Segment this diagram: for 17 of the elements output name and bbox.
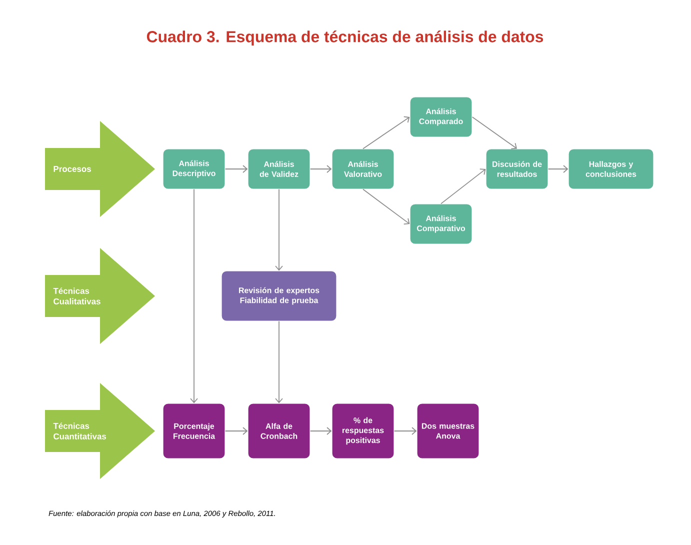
arrow-band: Técnicas Cuantitativas	[45, 383, 155, 479]
arrow	[394, 427, 417, 435]
arrow	[190, 188, 198, 404]
title: Cuadro 3. Esquema de técnicas de análisis de datos	[146, 30, 544, 46]
arrow	[224, 427, 248, 435]
arrow	[548, 165, 568, 173]
arrow	[472, 116, 517, 150]
arrow	[275, 188, 283, 271]
arrow-band: Procesos	[45, 121, 155, 217]
arrow	[310, 165, 332, 173]
arrow	[310, 427, 332, 435]
arrow-band: Técnicas Cualitativas	[45, 248, 155, 344]
arrow	[275, 320, 283, 404]
arrow	[362, 116, 410, 150]
arrow	[440, 168, 486, 204]
arrow	[224, 165, 248, 173]
arrow	[362, 188, 410, 224]
